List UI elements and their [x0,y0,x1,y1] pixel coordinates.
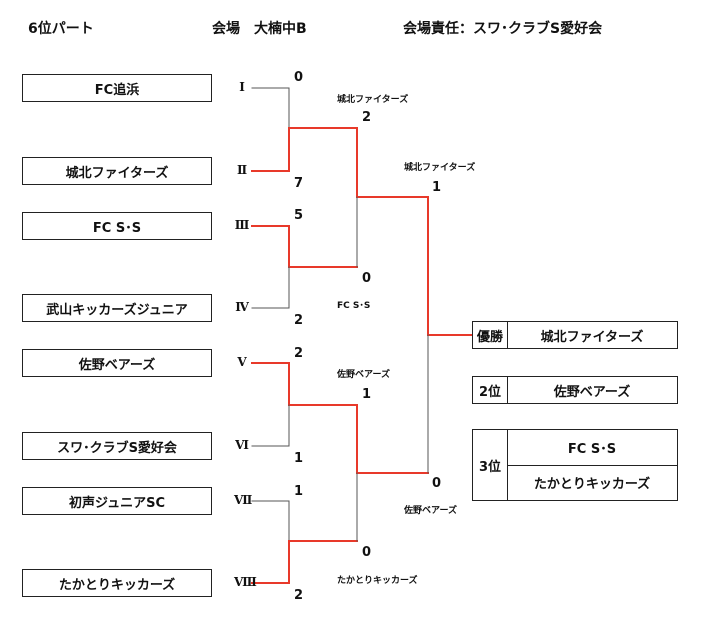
line-m4-loss [251,500,290,542]
organizer-label: 会場責任：スワ･クラブS愛好会 [403,21,603,37]
line-m1-loss [251,87,290,129]
score-m4-top: 1 [294,484,304,499]
champion-box: 優勝 城北ファイターズ [472,321,678,349]
third-place-label: 3位 [473,430,508,500]
team-box-1: FC追浜 [22,74,212,102]
second-place-name: 佐野ベアーズ [553,384,631,400]
line-m1-win [251,127,358,172]
score-sf1-bottom: 0 [362,271,372,286]
winner-label-sf1: 城北ファイターズ [404,163,476,173]
seed-number-1: Ⅰ [239,80,245,94]
seed-number-2: Ⅱ [236,163,248,177]
line-m2-loss [251,266,290,309]
team-box-4: 武山キッカーズジュニア [22,294,212,322]
score-m1-top: 0 [294,70,304,85]
team-box-2: 城北ファイターズ [22,157,212,185]
line-m4-win [251,540,358,584]
third-place-box: 3位 FC S･S たかとりキッカーズ [472,429,678,501]
score-sf2-top: 1 [362,387,372,402]
third-place-name-1: FC S･S [507,430,677,466]
winner-label-m3: 佐野ベアーズ [337,370,391,380]
line-final-win [427,196,473,336]
winner-label-sf2: 佐野ベアーズ [404,506,458,516]
champion-name: 城北ファイターズ [540,329,644,345]
team-box-8: たかとりキッカーズ [22,569,212,597]
venue-label: 会場 大楠中B [212,21,307,37]
winner-label-m2: FC S･S [337,301,371,311]
winner-label-m1: 城北ファイターズ [337,95,409,105]
page-title: 6位パート [28,21,94,37]
seed-number-4: Ⅳ [235,300,249,314]
score-m3-top: 2 [294,346,304,361]
second-place-box: 2位 佐野ベアーズ [472,376,678,404]
score-m2-bottom: 2 [294,313,304,328]
score-m2-top: 5 [294,208,304,223]
score-m3-bottom: 1 [294,451,304,466]
champion-label: 優勝 [473,322,508,348]
third-place-name-2: たかとりキッカーズ [533,477,651,492]
score-sf2-bottom: 0 [362,545,372,560]
seed-number-5: Ⅴ [237,355,247,369]
line-m3-win [251,362,358,406]
score-final-bottom: 0 [432,476,442,491]
seed-number-3: Ⅲ [234,218,250,232]
score-m4-bottom: 2 [294,588,304,603]
team-box-5: 佐野ベアーズ [22,349,212,377]
line-m2-win [251,225,358,268]
winner-label-m4: たかとりキッカーズ [337,576,418,586]
line-m3-loss [251,404,290,447]
second-place-label: 2位 [473,377,508,403]
team-box-7: 初声ジュニアSC [22,487,212,515]
team-box-3: FC S･S [22,212,212,240]
team-box-6: スワ･クラブS愛好会 [22,432,212,460]
line-sf2-win [356,404,429,474]
seed-number-6: Ⅵ [235,438,249,452]
seed-number-7: Ⅶ [234,493,253,507]
seed-number-8: Ⅷ [234,575,257,589]
score-final-top: 1 [432,180,442,195]
score-sf1-top: 2 [362,110,372,125]
score-m1-bottom: 7 [294,176,304,191]
